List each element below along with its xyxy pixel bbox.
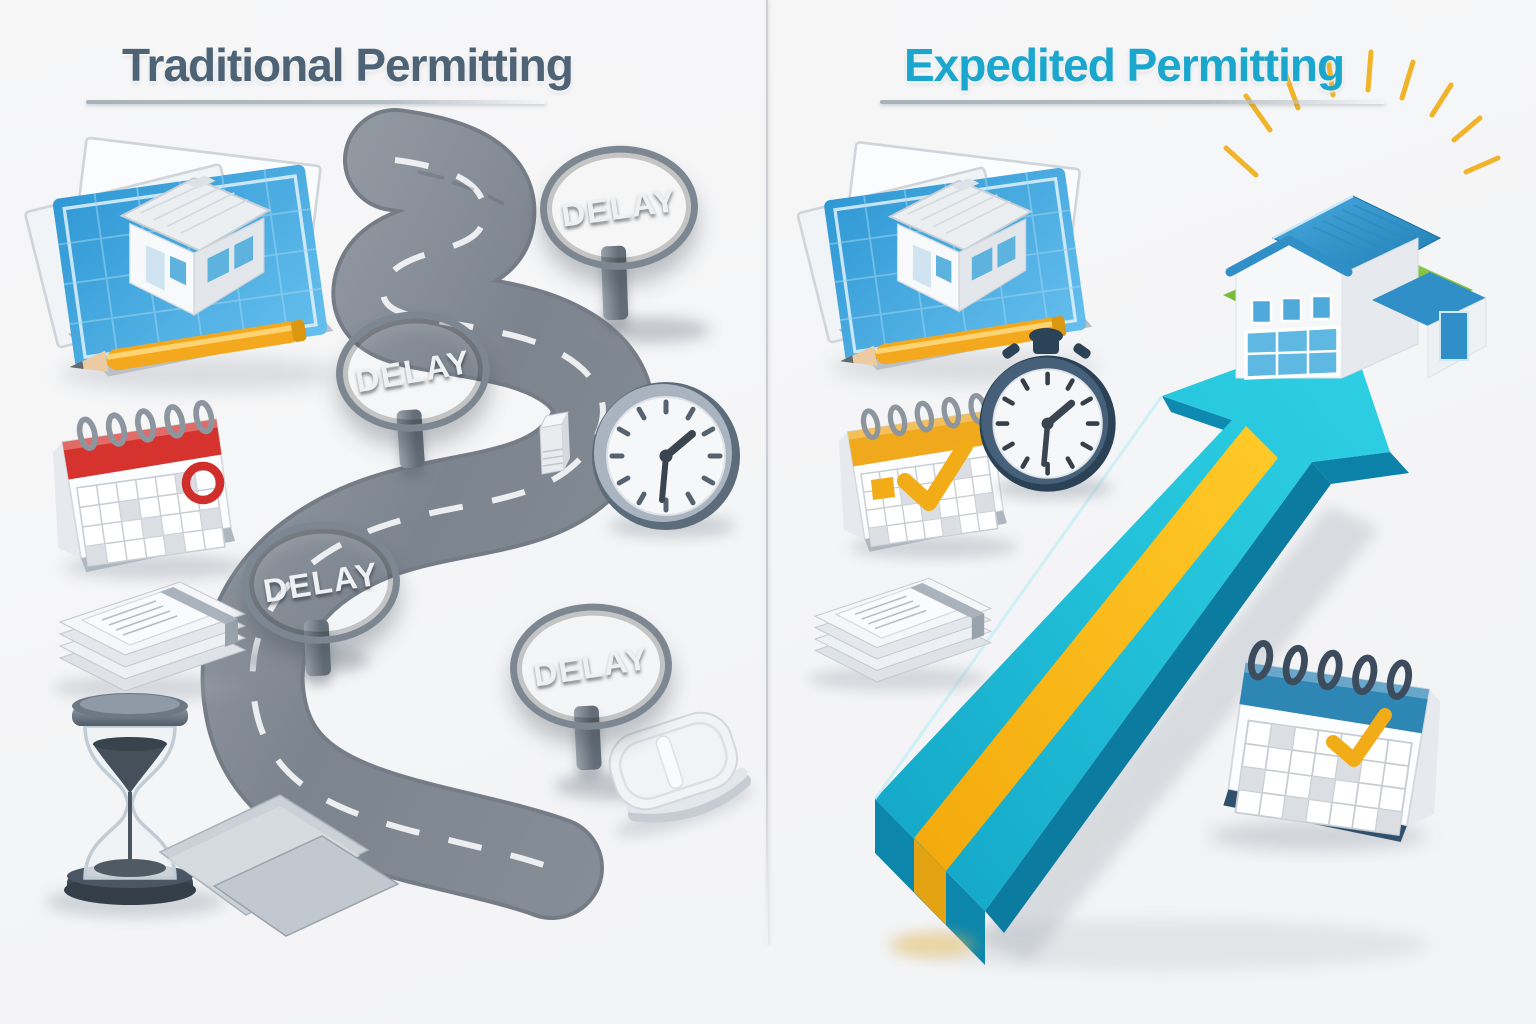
calendar-red-circle-mark [181,461,225,505]
winding-road-icon [200,108,655,920]
delay-sign-oval: DELAY [238,517,404,648]
approved-house-icon [1223,49,1501,380]
stopwatch-icon [980,328,1116,499]
delay-sign-label: DELAY [260,554,382,610]
left-panel-title: Traditional Permitting [122,39,574,91]
fast-track-arrow-icon [873,328,1409,965]
document-bundle-icon [808,578,991,691]
sun-rays [1223,49,1501,178]
paper-pile-icon [608,711,753,837]
right-title-underline [880,100,1385,104]
delay-sign-3: DELAY [238,517,404,677]
expedited-scene [768,49,1501,971]
panel-divider [766,0,768,945]
delay-sign-oval: DELAY [331,306,494,437]
delay-sign-4: DELAY [506,599,676,771]
blueprint-plans-icon [25,138,340,392]
delay-sign-2: DELAY [331,306,494,469]
delay-sign-oval: DELAY [537,143,701,273]
right-panel-title: Expedited Permitting [904,39,1345,91]
delay-sign-label: DELAY [530,638,652,694]
traditional-scene [0,108,753,937]
calendar-yellow-check-mark [871,438,973,511]
traditional-permitting-panel: Traditional Permitting DELAY DELAY DELAY… [0,39,753,937]
arrow-shadow [978,505,1380,962]
hourglass-icon [45,693,225,918]
expedited-permitting-panel: Expedited Permitting [768,0,1536,1024]
delay-sign-1: DELAY [537,143,701,321]
delay-sign-label: DELAY [352,342,474,400]
calendar-blue-check-mark [1326,708,1392,767]
paper-sheets-icon [158,794,400,937]
document-bundle-icon [52,582,245,701]
wall-clock-icon [592,382,740,538]
delay-sign-label: DELAY [558,180,680,234]
milestone-block-icon [539,411,570,475]
left-title-underline [86,100,546,104]
delay-sign-oval: DELAY [506,599,676,734]
